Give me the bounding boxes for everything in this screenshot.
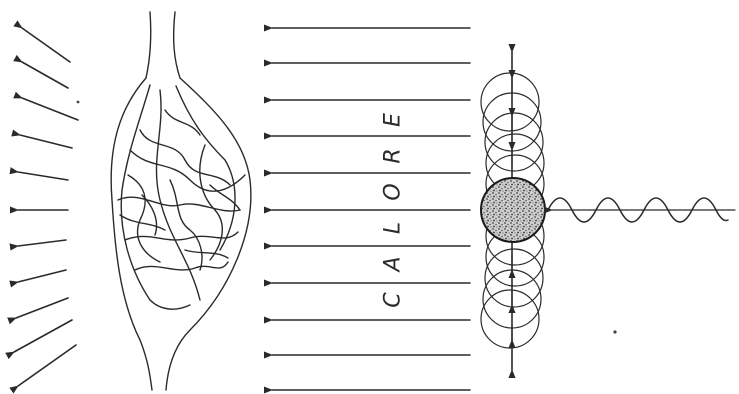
radiating-arrow <box>22 28 70 62</box>
label-letter: L <box>381 222 406 234</box>
radiating-arrow <box>18 345 76 386</box>
radiating-arrows <box>14 28 78 386</box>
oscillation-circle <box>481 290 539 348</box>
radiating-arrow <box>18 270 66 282</box>
oscillating-particle <box>481 52 545 370</box>
label-letter: C <box>381 292 406 308</box>
heat-arrows <box>272 28 470 390</box>
incoming-wave <box>548 198 735 222</box>
stray-dot <box>613 330 616 333</box>
label-letter: A <box>381 256 406 273</box>
radiating-arrow <box>14 320 72 352</box>
label-letter: O <box>381 183 406 200</box>
label-letter: R <box>381 148 406 163</box>
radiating-arrow <box>20 135 72 148</box>
radiating-arrow <box>18 240 66 246</box>
radiating-arrow <box>22 62 68 88</box>
radiating-arrow <box>18 172 68 180</box>
central-particle <box>481 178 545 242</box>
stray-dot <box>77 101 80 104</box>
oscillation-circle <box>481 73 539 131</box>
radiating-arrow <box>22 98 78 120</box>
label-letter: E <box>381 113 406 127</box>
radiating-arrow <box>16 298 68 318</box>
nerve-receptor-drawing <box>111 12 251 390</box>
